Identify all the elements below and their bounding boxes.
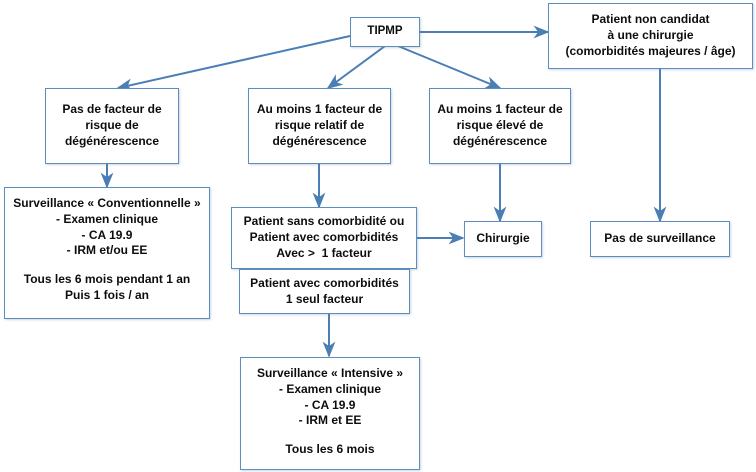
node-surveillance-conventionnelle-foot1: Tous les 6 mois pendant 1 an <box>23 272 191 287</box>
node-facteur-risque-relatif[interactable]: Au moins 1 facteur de risque relatif de … <box>248 88 391 164</box>
node-surveillance-intensive[interactable]: Surveillance « Intensive » - Examen clin… <box>240 357 420 470</box>
node-chirurgie-label: Chirurgie <box>476 231 530 246</box>
node-facteur-risque-relatif-line1: Au moins 1 facteur de <box>256 102 383 117</box>
node-pas-de-surveillance[interactable]: Pas de surveillance <box>590 221 730 257</box>
node-pas-de-facteur-line2: risque de <box>85 118 139 133</box>
node-tipmp-label: TIPMP <box>367 25 403 38</box>
node-patient-sans-comorbidite-line2: Patient avec comorbidités <box>249 230 399 245</box>
node-patient-avec-comorbidites[interactable]: Patient avec comorbidités 1 seul facteur <box>239 269 410 314</box>
node-pas-de-facteur-de-risque[interactable]: Pas de facteur de risque de dégénérescen… <box>45 88 179 164</box>
node-surveillance-conventionnelle-item2: - CA 19.9 <box>81 227 133 242</box>
edge-root-to-no-risk <box>116 35 351 92</box>
node-patient-sans-comorbidite-line1: Patient sans comorbidité ou <box>243 214 405 229</box>
node-patient-non-candidat-line1: Patient non candidat <box>591 12 710 27</box>
node-surveillance-intensive-title: Surveillance « Intensive » <box>256 366 404 380</box>
node-pas-de-facteur-line3: dégénérescence <box>64 133 160 148</box>
node-surveillance-intensive-foot1: Tous les 6 mois <box>285 442 375 457</box>
node-surveillance-conventionnelle-item3: - IRM et/ou EE <box>66 243 148 258</box>
node-surveillance-intensive-item3: - IRM et EE <box>298 413 362 428</box>
node-surveillance-conventionnelle-item1: - Examen clinique <box>55 211 159 226</box>
node-patient-sans-comorbidite-line3: Avec > 1 facteur <box>276 245 372 260</box>
node-facteur-risque-eleve-line3: dégénérescence <box>452 133 548 148</box>
node-surveillance-conventionnelle-foot2: Puis 1 fois / an <box>64 288 150 303</box>
edge-root-to-relative-risk <box>326 45 386 89</box>
spacer <box>247 429 413 442</box>
node-surveillance-conventionnelle-title: Surveillance « Conventionnelle » <box>13 196 201 210</box>
node-patient-avec-comorbidites-line1: Patient avec comorbidités <box>250 275 399 290</box>
spacer <box>11 259 203 272</box>
node-chirurgie[interactable]: Chirurgie <box>464 221 542 257</box>
node-patient-non-candidat-line2: à une chirurgie <box>607 28 694 43</box>
node-facteur-risque-eleve-line1: Au moins 1 facteur de <box>437 102 563 117</box>
node-surveillance-intensive-item2: - CA 19.9 <box>304 397 356 412</box>
edge-root-to-high-risk <box>397 45 502 89</box>
node-patient-avec-comorbidites-line2: 1 seul facteur <box>285 291 364 306</box>
node-pas-de-facteur-line1: Pas de facteur de <box>62 102 162 117</box>
node-patient-non-candidat-line3: (comorbidités majeures / âge) <box>565 43 736 58</box>
node-patient-sans-comorbidite[interactable]: Patient sans comorbidité ou Patient avec… <box>231 207 417 269</box>
node-facteur-risque-eleve-line2: risque élevé de <box>456 118 544 133</box>
node-surveillance-intensive-item1: - Examen clinique <box>278 381 382 396</box>
node-facteur-risque-relatif-line2: risque relatif de <box>274 118 365 133</box>
node-pas-de-surveillance-label: Pas de surveillance <box>604 231 716 246</box>
node-facteur-risque-eleve[interactable]: Au moins 1 facteur de risque élevé de dé… <box>429 88 571 164</box>
node-tipmp[interactable]: TIPMP <box>350 17 420 47</box>
node-patient-non-candidat[interactable]: Patient non candidat à une chirurgie (co… <box>548 3 753 69</box>
node-surveillance-conventionnelle[interactable]: Surveillance « Conventionnelle » - Exame… <box>4 187 210 319</box>
node-facteur-risque-relatif-line3: dégénérescence <box>272 133 367 148</box>
